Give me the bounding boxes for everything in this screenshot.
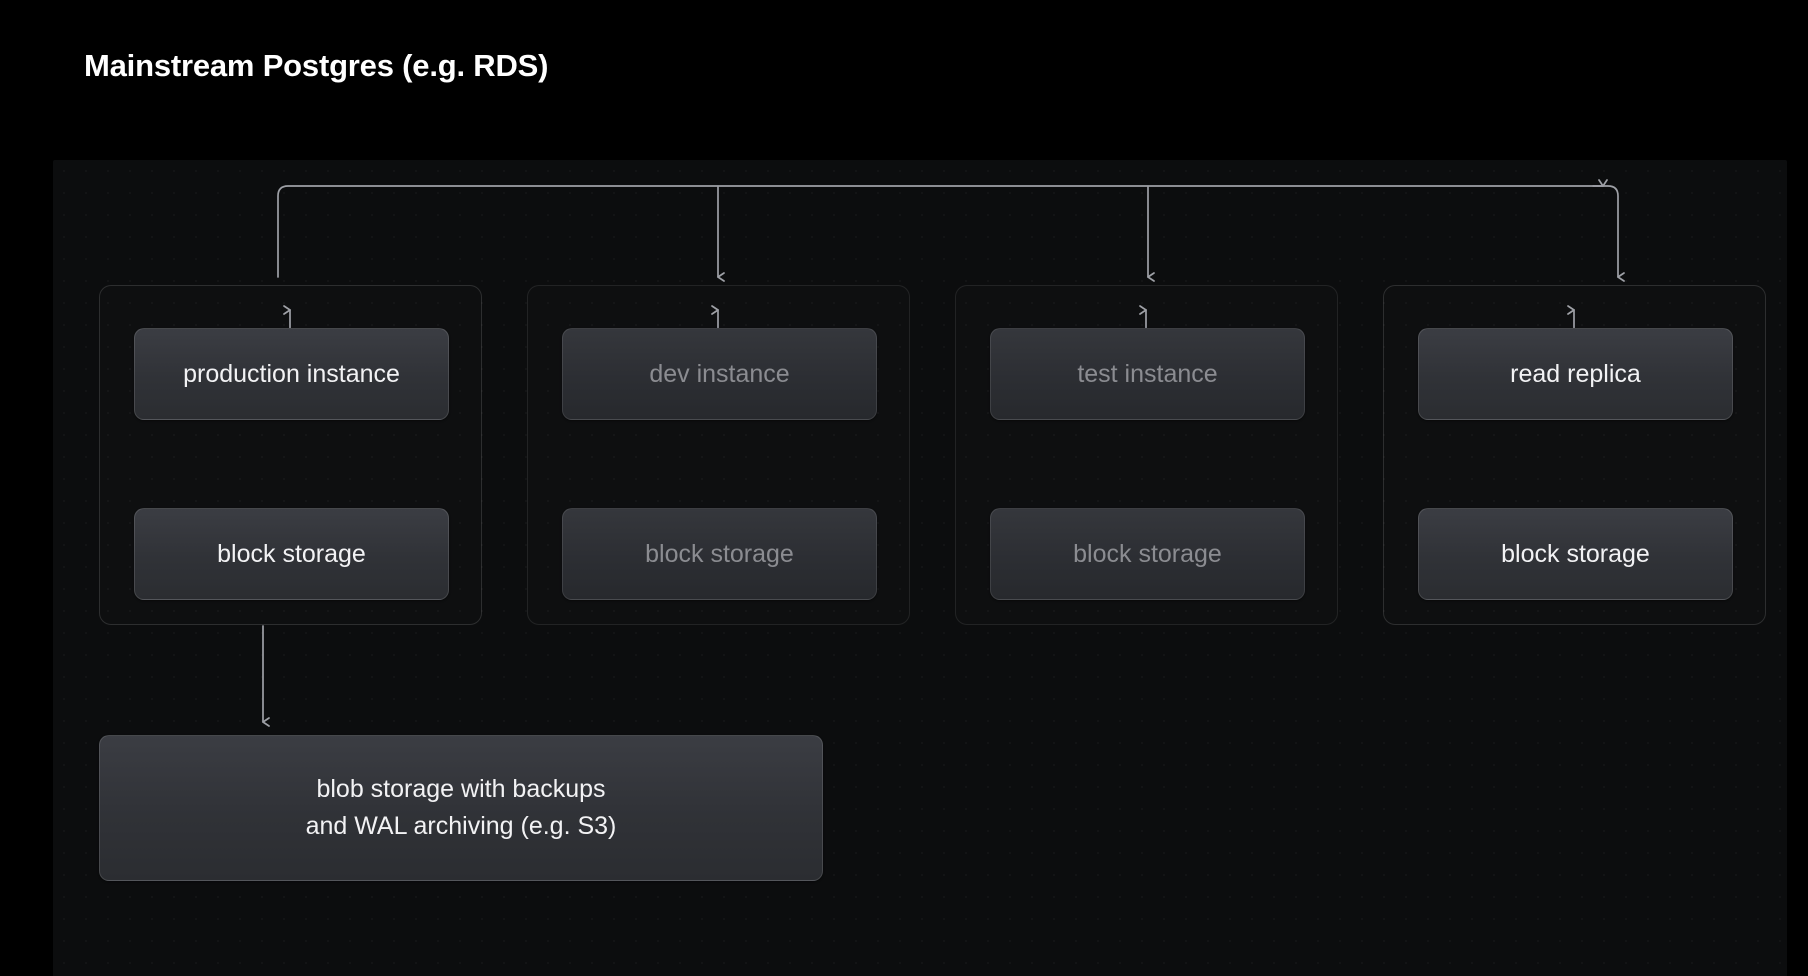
group-production[interactable]: production instance block storage [99, 285, 482, 625]
node-blob-storage[interactable]: blob storage with backups and WAL archiv… [99, 735, 823, 881]
connector-bus-right [1592, 185, 1625, 282]
node-dev-block-storage[interactable]: block storage [562, 508, 877, 600]
node-test-block-storage[interactable]: block storage [990, 508, 1305, 600]
node-test-instance[interactable]: test instance [990, 328, 1305, 420]
group-read-replica[interactable]: read replica block storage [1383, 285, 1766, 625]
node-production-block-storage[interactable]: block storage [134, 508, 449, 600]
node-read-replica-block-storage[interactable]: block storage [1418, 508, 1733, 600]
node-read-replica[interactable]: read replica [1418, 328, 1733, 420]
connector-bus-left [277, 179, 1608, 278]
blob-storage-line-1: blob storage with backups [316, 775, 606, 803]
node-production-instance[interactable]: production instance [134, 328, 449, 420]
group-test[interactable]: test instance block storage [955, 285, 1338, 625]
diagram-panel: production instance block storage dev in… [53, 160, 1787, 976]
group-dev[interactable]: dev instance block storage [527, 285, 910, 625]
node-dev-instance[interactable]: dev instance [562, 328, 877, 420]
blob-storage-line-2: and WAL archiving (e.g. S3) [305, 811, 617, 840]
page-title: Mainstream Postgres (e.g. RDS) [84, 48, 549, 83]
